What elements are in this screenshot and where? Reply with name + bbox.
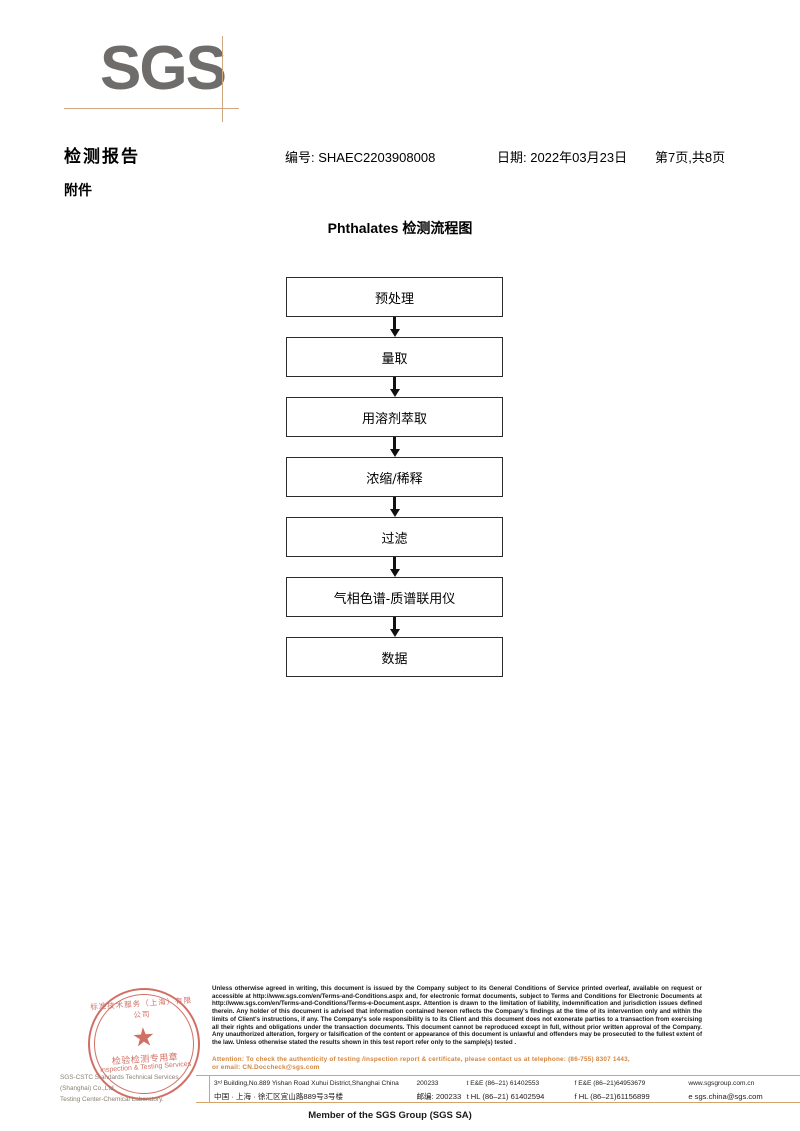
address-email: e sgs.china@sgs.com (688, 1092, 763, 1101)
flow-arrow-6 (286, 617, 503, 637)
flow-arrow-1 (286, 317, 503, 337)
page-title: 检测报告 (64, 147, 140, 166)
flow-step-gcms: 气相色谱-质谱联用仪 (286, 577, 503, 617)
address-fax-en: f E&E (86–21)64953679 (574, 1080, 646, 1087)
attention-notice: Attention: To check the authenticity of … (212, 1056, 712, 1073)
address-block: 3ʳᵈ Building,No.889 Yishan Road Xuhui Di… (214, 1077, 800, 1103)
address-tel-en: t E&E (86–21) 61402553 (466, 1080, 540, 1087)
report-number: 编号: SHAEC2203908008 (285, 150, 436, 165)
address-fax-cn: f HL (86–21)61156899 (574, 1092, 650, 1101)
company-name-block: SGS-CSTC Standards Technical Services (S… (60, 1072, 210, 1105)
star-icon: ★ (130, 1021, 157, 1053)
flow-arrow-5 (286, 557, 503, 577)
address-tel-cn: t HL (86–21) 61402594 (466, 1092, 545, 1101)
sgs-wordmark: SGS (100, 34, 227, 103)
address-zip-cn: 邮编: 200233 (416, 1092, 462, 1101)
flowchart: 预处理 量取 用溶剂萃取 浓缩/稀释 过滤 气相色谱-质谱联用仪 数据 (286, 277, 503, 677)
address-rule-left (209, 1076, 210, 1102)
logo-horizontal-rule (64, 108, 239, 109)
address-zip-en: 200233 (416, 1080, 439, 1087)
flow-arrow-4 (286, 497, 503, 517)
report-date: 日期: 2022年03月23日 (497, 150, 628, 165)
attachment-label: 附件 (64, 182, 92, 198)
flow-step-measure: 量取 (286, 337, 503, 377)
address-street-en: 3ʳᵈ Building,No.889 Yishan Road Xuhui Di… (214, 1080, 399, 1087)
sgs-logo: SGS (64, 34, 360, 122)
member-note: Member of the SGS Group (SGS SA) (308, 1110, 472, 1121)
address-row-en: 3ʳᵈ Building,No.889 Yishan Road Xuhui Di… (214, 1077, 800, 1090)
address-rule-bottom (196, 1102, 800, 1103)
flow-step-pretreatment: 预处理 (286, 277, 503, 317)
attention-line2: or email: CN.Doccheck@sgs.com (212, 1064, 320, 1072)
address-row-cn: 中国 · 上海 · 徐汇区宜山路889号3号楼 邮编: 200233 t HL … (214, 1090, 800, 1103)
address-rule-top (196, 1075, 800, 1076)
logo-vertical-rule (222, 36, 223, 122)
flow-step-filtration: 过滤 (286, 517, 503, 557)
flowchart-title: Phthalates 检测流程图 (327, 220, 473, 236)
flow-step-data: 数据 (286, 637, 503, 677)
company-name-line2: Testing Center-Chemical Laboratory. (60, 1096, 164, 1103)
flow-step-concentration-dilution: 浓缩/稀释 (286, 457, 503, 497)
address-website: www.sgsgroup.com.cn (688, 1080, 755, 1087)
attention-line1: Attention: To check the authenticity of … (212, 1056, 630, 1063)
address-street-cn: 中国 · 上海 · 徐汇区宜山路889号3号楼 (214, 1092, 344, 1101)
flow-arrow-2 (286, 377, 503, 397)
company-name-line1: SGS-CSTC Standards Technical Services (S… (60, 1074, 179, 1092)
legal-disclaimer: Unless otherwise agreed in writing, this… (212, 985, 702, 1046)
page-indicator: 第7页,共8页 (655, 150, 726, 165)
flow-step-solvent-extraction: 用溶剂萃取 (286, 397, 503, 437)
flow-arrow-3 (286, 437, 503, 457)
